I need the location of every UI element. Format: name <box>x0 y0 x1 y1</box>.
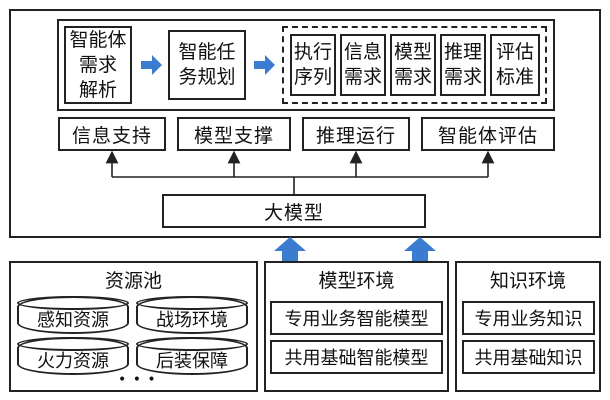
model-env-common: 共用基础智能模型 <box>270 340 443 374</box>
support-reasoning: 推理运行 <box>302 117 410 151</box>
model-env-special: 专用业务智能模型 <box>270 301 443 335</box>
knowledge-env-special: 专用业务知识 <box>462 301 595 335</box>
support-agent-eval: 智能体评估 <box>421 117 555 151</box>
agent-requirement-analysis-node: 智能体 需求 解析 <box>64 26 132 104</box>
resource-perception: 感知资源 <box>17 296 129 334</box>
large-model-box: 大模型 <box>162 194 426 228</box>
knowledge-env-title: 知识环境 <box>489 270 566 292</box>
requirements-group <box>282 26 547 104</box>
model-env-title: 模型环境 <box>318 270 395 292</box>
resource-firepower: 火力资源 <box>17 337 129 375</box>
model-requirement-node: 模型 需求 <box>390 34 436 96</box>
support-info: 信息支持 <box>58 117 166 151</box>
resource-more: • • • <box>118 372 157 388</box>
resource-logistics: 后装保障 <box>136 337 248 375</box>
info-requirement-node: 信息 需求 <box>340 34 386 96</box>
up-arrow-left <box>274 237 306 261</box>
up-arrow-right <box>404 237 436 261</box>
resource-pool-title: 资源池 <box>104 270 162 292</box>
knowledge-env-common: 共用基础知识 <box>462 340 595 374</box>
task-planning-node: 智能任 务规划 <box>168 30 246 100</box>
reasoning-requirement-node: 推理 需求 <box>440 34 486 96</box>
resource-battlefield: 战场环境 <box>136 296 248 334</box>
execution-sequence-node: 执行 序列 <box>290 34 336 96</box>
evaluation-standard-node: 评估 标准 <box>490 34 540 96</box>
support-model: 模型支撑 <box>177 117 291 151</box>
